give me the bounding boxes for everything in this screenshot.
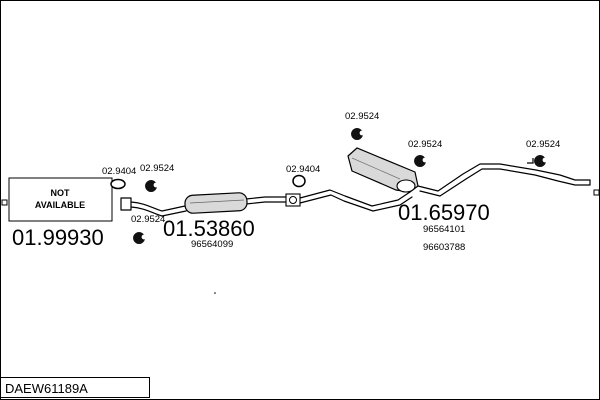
mount-a-label: 02.9524	[140, 163, 174, 174]
diagram-code: DAEW61189A	[5, 381, 88, 396]
stray-dot	[214, 292, 216, 294]
mount-d[interactable]: 02.9524	[526, 139, 560, 167]
not-available-line1: NOT	[51, 188, 71, 198]
front-pipe-part[interactable]: NOT AVAILABLE 01.99930	[8, 177, 113, 250]
mount-d-label: 02.9524	[526, 139, 560, 150]
rear-silencer-oe-1: 96564101	[423, 224, 465, 235]
gasket-a[interactable]: 02.9404	[102, 166, 136, 190]
left-edge-marker	[1, 199, 8, 206]
connector-flange	[285, 193, 301, 207]
gasket-a-label: 02.9404	[102, 166, 136, 177]
mount-b[interactable]: 02.9524	[345, 111, 379, 140]
gasket-b[interactable]: 02.9404	[286, 164, 320, 188]
clamp-a-label: 02.9524	[131, 214, 165, 225]
rear-silencer-number: 01.65970	[398, 200, 490, 225]
mount-c-label: 02.9524	[408, 139, 442, 150]
gasket-b-label: 02.9404	[286, 164, 320, 175]
rear-silencer-oe-2: 96603788	[423, 242, 465, 253]
middle-silencer[interactable]: 01.53860 96564099	[163, 192, 255, 250]
clamp-a[interactable]: 02.9524	[131, 214, 165, 244]
front-pipe-number: 01.99930	[12, 225, 104, 250]
diagram-code-box: DAEW61189A	[0, 377, 150, 398]
exhaust-pipe	[120, 163, 591, 217]
right-edge-marker	[593, 189, 600, 196]
not-available-box	[8, 177, 113, 222]
not-available-line2: AVAILABLE	[35, 200, 85, 210]
middle-silencer-oe-1: 96564099	[191, 239, 233, 250]
mount-b-label: 02.9524	[345, 111, 379, 122]
mount-a[interactable]: 02.9524	[140, 163, 174, 192]
middle-silencer-number: 01.53860	[163, 216, 255, 241]
mount-c[interactable]: 02.9524	[408, 139, 442, 167]
rear-silencer[interactable]: 01.65970 96564101 96603788	[347, 147, 490, 253]
